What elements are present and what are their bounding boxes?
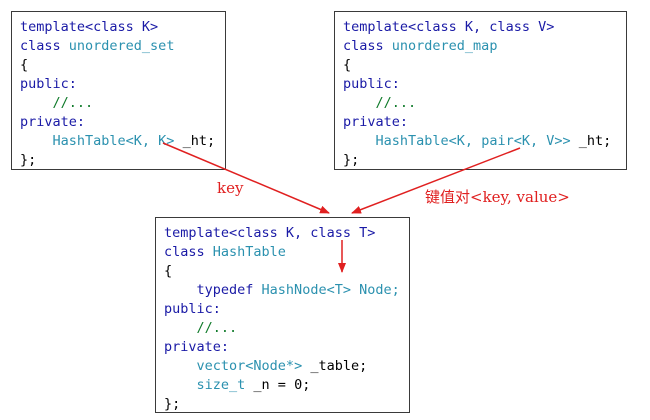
unordered-map-code: template<class K, class V> class unorder… [343,18,618,170]
public-label: public: [164,301,221,317]
hashtable-code-box: template<class K, class T> class HashTab… [155,217,410,413]
open-brace: { [164,263,173,279]
key-value-label: 键值对<key, value> [425,188,570,206]
node-type: HashNode [253,282,327,298]
count-member: _n = 0; [245,377,311,393]
comment: //... [20,95,94,111]
open-brace: { [343,57,352,73]
template-keyword: template [343,19,409,35]
close-brace: }; [343,152,360,168]
template-args: <K, K> [125,133,175,149]
key-value-arrow [351,147,521,214]
member-name: _ht; [570,133,612,149]
member-type: HashTable [375,133,449,149]
close-brace: }; [20,152,37,168]
pair-type: pair [481,133,514,149]
member-name: _ht; [174,133,216,149]
key-arrow [162,142,330,214]
template-keyword: template [164,225,230,241]
member-type: HashTable [52,133,126,149]
template-params: <class K, class V> [408,19,555,35]
template-params: <class K, class T> [229,225,376,241]
close-brace: }; [164,396,181,412]
vector-type: vector [196,358,246,374]
vector-args: <Node*> [245,358,303,374]
pair-args: <K, V>> [513,133,571,149]
class-keyword: class [343,38,384,54]
typedef-keyword: typedef [196,282,254,298]
hashtable-code: template<class K, class T> class HashTab… [164,224,401,414]
unordered-set-code-box: template<class K> class unordered_set { … [11,11,226,170]
size-type: size_t [196,377,246,393]
unordered-set-code: template<class K> class unordered_set { … [20,18,217,170]
template-params: <class K> [85,19,159,35]
unordered-map-code-box: template<class K, class V> class unorder… [334,11,627,170]
template-keyword: template [20,19,86,35]
open-brace: { [20,57,29,73]
table-member: _table; [302,358,368,374]
public-label: public: [20,76,77,92]
class-name: unordered_map [391,38,498,54]
private-label: private: [20,114,86,130]
public-label: public: [343,76,400,92]
private-label: private: [164,339,230,355]
node-args: <T> [326,282,351,298]
comment: //... [343,95,417,111]
comment: //... [164,320,238,336]
template-args-open: <K, [448,133,482,149]
key-label: key [217,179,244,197]
private-label: private: [343,114,409,130]
class-name: HashTable [212,244,286,260]
class-name: unordered_set [68,38,175,54]
class-keyword: class [164,244,205,260]
node-alias: Node; [350,282,400,298]
class-keyword: class [20,38,61,54]
